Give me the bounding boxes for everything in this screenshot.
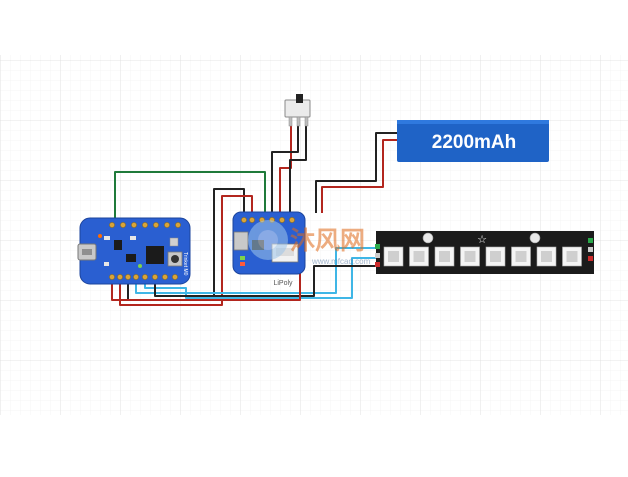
lipo-battery: 2200mAh <box>397 120 549 162</box>
led-pixel-die <box>490 251 501 262</box>
wire-green <box>114 171 266 223</box>
battery-label: 2200mAh <box>432 132 517 153</box>
trinket-label: Trinket M0 <box>182 252 188 276</box>
wire-switch-black-2 <box>289 125 307 213</box>
mount-hole-left <box>422 232 434 244</box>
led-pixels <box>383 246 582 267</box>
wire-switch-red <box>279 125 292 213</box>
charger-usb-icon <box>233 231 249 251</box>
wire-black-loop <box>127 188 245 301</box>
led-pixel-die <box>464 251 476 262</box>
watermark: 沐风网 www.mfcad.com <box>248 220 371 266</box>
wires <box>111 125 397 306</box>
led-pixel-die <box>541 251 552 262</box>
wire-cyan-a <box>135 247 380 294</box>
charger-label: LiPoly <box>273 280 293 287</box>
lipo-charger-board: LiPoly <box>232 211 306 287</box>
led-pixel-die <box>413 251 425 262</box>
watermark-url: www.mfcad.com <box>311 257 371 266</box>
slide-switch <box>284 94 311 127</box>
wire-battery-red <box>321 139 397 213</box>
neopixel-strip: ☆ <box>375 231 594 274</box>
mount-hole-right <box>529 232 541 244</box>
wire-cyan-b <box>144 257 380 299</box>
led-pixel-die <box>515 251 527 262</box>
trinket-board: Trinket M0 <box>77 217 191 285</box>
wire-switch-black <box>271 125 299 213</box>
watermark-main: 沐风网 <box>290 227 365 255</box>
led-pixel-die <box>439 251 450 262</box>
led-pixel-die <box>388 251 399 262</box>
wire-red-loop <box>119 195 253 306</box>
wire-battery-black <box>315 132 397 213</box>
star-logo-icon: ☆ <box>477 234 487 246</box>
wire-black-strip <box>154 265 380 297</box>
led-pixel-die <box>566 251 578 262</box>
mcu-chip <box>146 246 164 264</box>
switch-knob <box>296 94 303 103</box>
